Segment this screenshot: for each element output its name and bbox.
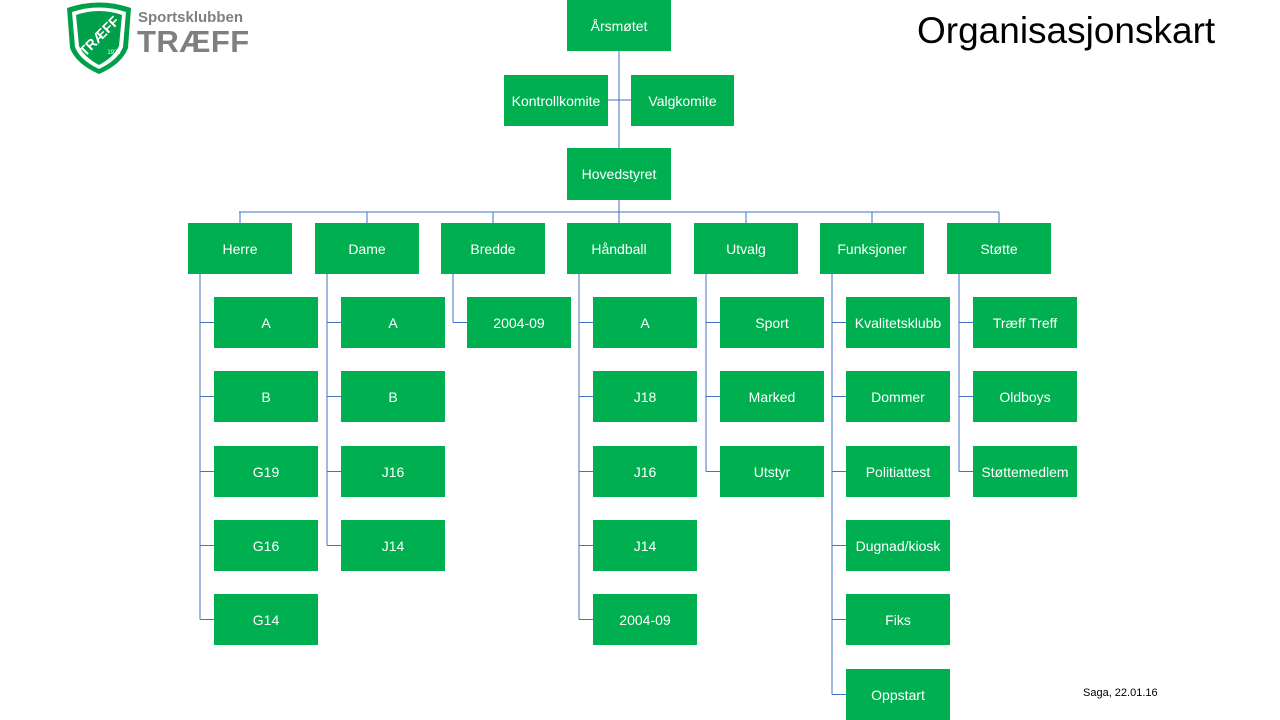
- logo-label-big: TRÆFF: [137, 24, 250, 59]
- item-støtte-træff-treff: Træff Treff: [973, 297, 1077, 348]
- item-utvalg-utstyr: Utstyr: [720, 446, 824, 497]
- item-herre-b: B: [214, 371, 318, 422]
- logo-label-small: Sportsklubben: [138, 9, 244, 26]
- item-herre-a: A: [214, 297, 318, 348]
- node-hovedstyret: Hovedstyret: [567, 148, 671, 200]
- item-funksjoner-kvalitetsklubb: Kvalitetsklubb: [846, 297, 950, 348]
- item-dame-b: B: [341, 371, 445, 422]
- department-herre: Herre: [188, 223, 292, 274]
- shield-logo-icon: TRÆFF 1924: [67, 2, 131, 74]
- item-funksjoner-dugnad-kiosk: Dugnad/kiosk: [846, 520, 950, 571]
- department-dame: Dame: [315, 223, 419, 274]
- department-håndball: Håndball: [567, 223, 671, 274]
- item-støtte-oldboys: Oldboys: [973, 371, 1077, 422]
- department-bredde: Bredde: [441, 223, 545, 274]
- item-dame-j16: J16: [341, 446, 445, 497]
- item-funksjoner-dommer: Dommer: [846, 371, 950, 422]
- department-funksjoner: Funksjoner: [820, 223, 924, 274]
- item-håndball-j16: J16: [593, 446, 697, 497]
- footer-note: Saga, 22.01.16: [1083, 687, 1158, 699]
- node-arsmotet: Årsmøtet: [567, 0, 671, 51]
- page-title: Organisasjonskart: [917, 10, 1216, 51]
- item-utvalg-sport: Sport: [720, 297, 824, 348]
- item-utvalg-marked: Marked: [720, 371, 824, 422]
- item-dame-j14: J14: [341, 520, 445, 571]
- item-støtte-støttemedlem: Støttemedlem: [973, 446, 1077, 497]
- item-herre-g14: G14: [214, 594, 318, 645]
- item-håndball-2004-09: 2004-09: [593, 594, 697, 645]
- club-logo: TRÆFF 1924: [64, 0, 254, 75]
- item-håndball-j18: J18: [593, 371, 697, 422]
- node-kontrollkomite: Kontrollkomite: [504, 75, 608, 126]
- item-håndball-a: A: [593, 297, 697, 348]
- logo-badge-year: 1924: [107, 50, 121, 56]
- item-funksjoner-fiks: Fiks: [846, 594, 950, 645]
- node-valgkomite: Valgkomite: [631, 75, 734, 126]
- item-dame-a: A: [341, 297, 445, 348]
- item-håndball-j14: J14: [593, 520, 697, 571]
- item-herre-g16: G16: [214, 520, 318, 571]
- department-støtte: Støtte: [947, 223, 1051, 274]
- item-bredde-2004-09: 2004-09: [467, 297, 571, 348]
- item-funksjoner-oppstart: Oppstart: [846, 669, 950, 720]
- item-herre-g19: G19: [214, 446, 318, 497]
- department-utvalg: Utvalg: [694, 223, 798, 274]
- item-funksjoner-politiattest: Politiattest: [846, 446, 950, 497]
